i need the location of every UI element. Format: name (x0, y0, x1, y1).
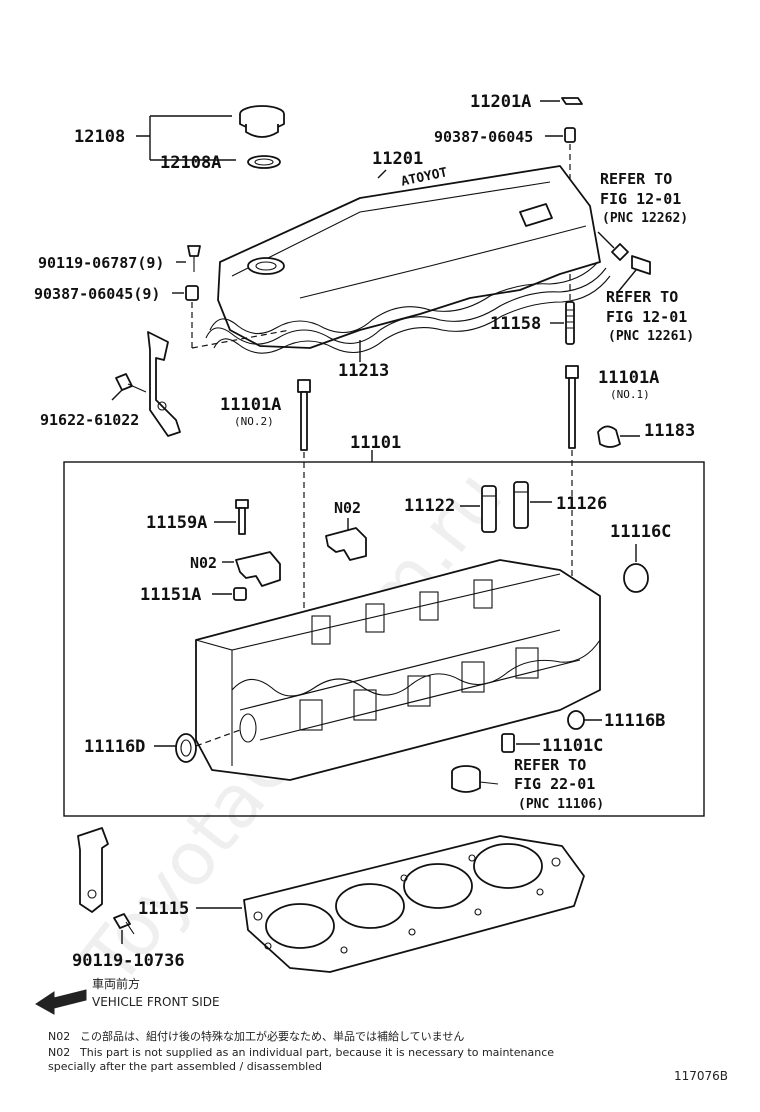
label-11116B: 11116B (604, 711, 665, 731)
label-11116D: 11116D (84, 737, 145, 757)
stud-11158-drawing (565, 301, 575, 345)
bearing-11151a-drawing (233, 587, 247, 601)
note-1-text: この部品は、組付け後の特殊な加工が必要なため、単品では補給していません (80, 1029, 464, 1043)
refer-2-line3: (PNC 12261) (608, 329, 694, 344)
refer-1-line1: REFER TO (600, 170, 672, 188)
label-11101C: 11101C (542, 736, 603, 756)
label-11183: 11183 (644, 421, 695, 441)
label-12108A: 12108A (160, 153, 221, 173)
refer-3-line2: FIG 22-01 (514, 775, 595, 793)
label-11116C: 11116C (610, 522, 671, 542)
cylinder-head-assembly-frame (63, 461, 705, 817)
oil-filler-cap-drawing (239, 105, 285, 138)
label-11101A-right-sub: (NO.1) (610, 388, 650, 401)
head-bolt-no1-drawing (565, 365, 579, 449)
front-label-en: VEHICLE FRONT SIDE (92, 995, 220, 1009)
label-90119-06787: 90119-06787(9) (38, 254, 164, 272)
label-11126: 11126 (556, 494, 607, 514)
note-1-code: N02 (48, 1030, 70, 1043)
note-2-code: N02 (48, 1046, 70, 1059)
engine-hanger-bracket-drawing (147, 331, 181, 437)
valve-guide-11126-drawing (513, 481, 529, 529)
note-3-text: specially after the part assembled / dis… (48, 1060, 322, 1073)
refer-2-line1: REFER TO (606, 288, 678, 306)
plug-11116d-drawing (175, 733, 197, 763)
valve-guide-11122-drawing (481, 485, 497, 533)
label-n02-b: N02 (334, 499, 361, 517)
valve-stem-seal-drawing (451, 765, 499, 793)
head-cover-gasket-drawing (205, 267, 611, 354)
refer-3-line3: (PNC 11106) (518, 797, 604, 812)
pcv-hose-drawing (611, 243, 651, 275)
label-11201: 11201 (372, 149, 423, 169)
plug-11116c-drawing (623, 563, 649, 593)
front-label-jp: 車両前方 (92, 976, 140, 991)
bolt-91622-drawing (115, 373, 147, 393)
label-11201A: 11201A (470, 92, 531, 112)
label-11101A-right: 11101A (598, 368, 659, 388)
head-bolt-no2-drawing (297, 379, 311, 451)
refer-3-line1: REFER TO (514, 756, 586, 774)
refer-2-line2: FIG 12-01 (606, 308, 687, 326)
label-90387-06045-top: 90387-06045 (434, 128, 533, 146)
label-11213: 11213 (338, 361, 389, 381)
head-gasket-drawing (243, 835, 585, 973)
label-n02-a: N02 (190, 554, 217, 572)
label-11115: 11115 (138, 899, 189, 919)
cylinder-head-drawing (195, 559, 601, 781)
refer-1-line3: (PNC 12262) (602, 211, 688, 226)
note-2-text: This part is not supplied as an individu… (79, 1046, 554, 1059)
plug-11116b-drawing (567, 710, 585, 730)
label-91622-61022: 91622-61022 (40, 411, 139, 429)
label-11159A: 11159A (146, 513, 207, 533)
label-11158: 11158 (490, 314, 541, 334)
nut-11201a-drawing (561, 97, 583, 105)
bolt-11159a-drawing (235, 499, 249, 535)
label-11122: 11122 (404, 496, 455, 516)
label-12108: 12108 (74, 127, 125, 147)
front-arrow-icon (35, 989, 87, 1015)
cap-gasket-drawing (247, 155, 281, 169)
label-90119-10736: 90119-10736 (72, 951, 185, 971)
figure-id: 117076B (674, 1069, 728, 1083)
label-11151A: 11151A (140, 585, 201, 605)
dowel-11101c-drawing (501, 733, 515, 753)
bolt-90119-10736-drawing (113, 913, 135, 935)
camshaft-bearing-cap-b-drawing (325, 527, 367, 561)
seal-11183-drawing (597, 425, 621, 448)
camshaft-bearing-cap-a-drawing (235, 551, 281, 587)
grommet-90387-top-drawing (564, 127, 576, 143)
cylinder-head-cover-drawing: TOYOTA (209, 165, 601, 349)
rear-hanger-bracket-drawing (77, 827, 109, 913)
label-11101: 11101 (350, 433, 401, 453)
label-11101A-left-sub: (NO.2) (234, 415, 274, 428)
label-11101A-left: 11101A (220, 395, 281, 415)
grommet-90387-9-drawing (185, 285, 199, 301)
label-90387-06045-9: 90387-06045(9) (34, 285, 160, 303)
bolt-90119-06787-drawing (187, 245, 201, 272)
refer-1-line2: FIG 12-01 (600, 190, 681, 208)
